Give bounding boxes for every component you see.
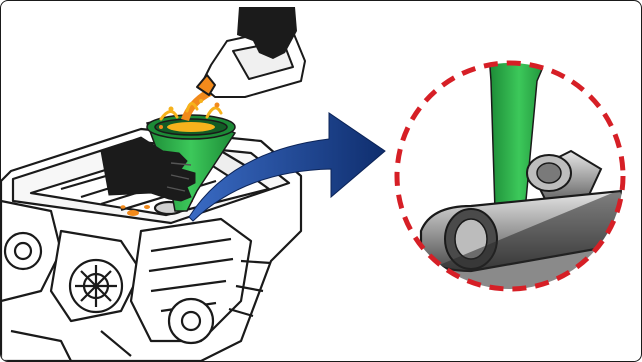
curved-arrow-icon [188, 112, 386, 222]
gloved-hand-icon [237, 7, 297, 59]
magnified-detail-icon [394, 60, 626, 292]
oil-pour [159, 89, 223, 132]
gloved-hand-icon [100, 136, 196, 202]
